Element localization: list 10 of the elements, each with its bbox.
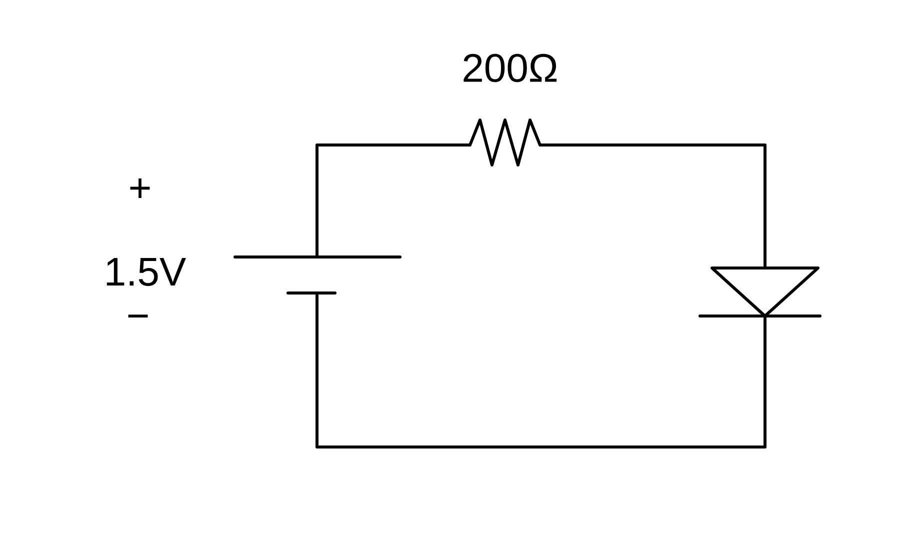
resistor-drawing	[468, 118, 542, 166]
value-label: 1.5V	[106, 258, 186, 286]
diode-drawing	[698, 266, 822, 318]
wire	[538, 144, 766, 270]
value-label: −	[128, 314, 148, 318]
value-label: 200Ω	[464, 54, 557, 82]
wire	[316, 144, 472, 258]
battery-drawing	[234, 256, 402, 294]
value-label: +	[130, 178, 150, 198]
wire	[316, 292, 766, 448]
